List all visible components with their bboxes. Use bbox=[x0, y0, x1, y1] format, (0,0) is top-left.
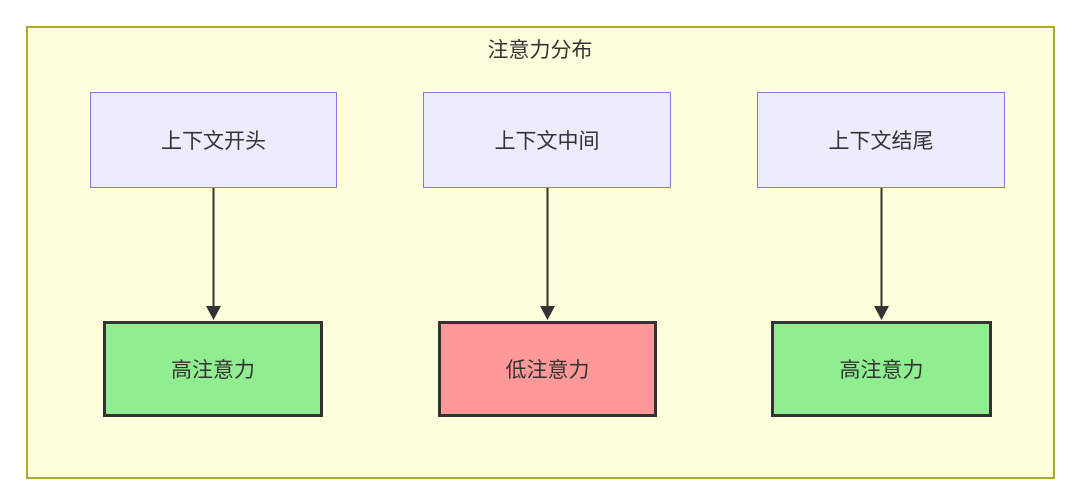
node-context-middle: 上下文中间 bbox=[423, 92, 671, 188]
node-context-middle-label: 上下文中间 bbox=[494, 130, 600, 153]
node-low-attention-middle-label: 低注意力 bbox=[505, 359, 590, 382]
node-high-attention-end-label: 高注意力 bbox=[839, 359, 924, 382]
node-high-attention-end: 高注意力 bbox=[771, 321, 992, 417]
node-context-start: 上下文开头 bbox=[90, 92, 337, 188]
diagram-title: 注意力分布 bbox=[487, 39, 593, 62]
node-context-start-label: 上下文开头 bbox=[161, 130, 266, 153]
node-high-attention-start-label: 高注意力 bbox=[171, 359, 255, 382]
node-context-end-label: 上下文结尾 bbox=[828, 130, 934, 153]
node-context-end: 上下文结尾 bbox=[757, 92, 1005, 188]
node-low-attention-middle: 低注意力 bbox=[438, 321, 657, 417]
node-high-attention-start: 高注意力 bbox=[103, 321, 323, 417]
